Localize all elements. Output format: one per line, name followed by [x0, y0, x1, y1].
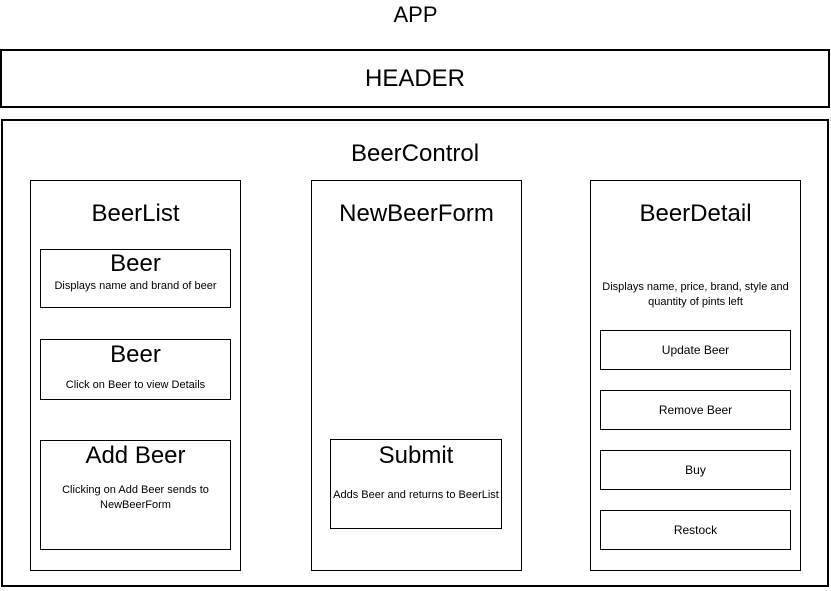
beer-control-box: BeerControl BeerList Beer Displays name … — [1, 119, 829, 587]
beer-list-label: BeerList — [91, 200, 180, 227]
beer-item-1-note: Displays name and brand of beer — [54, 280, 217, 292]
beer-item-1[interactable]: Beer Displays name and brand of beer — [40, 249, 231, 308]
add-beer-label: Add Beer — [85, 442, 186, 469]
add-beer-button[interactable]: Add Beer Clicking on Add Beer sends to N… — [40, 440, 231, 550]
beer-item-2-note: Click on Beer to view Details — [65, 379, 206, 391]
app-label: APP — [393, 2, 438, 27]
new-beer-form-label: NewBeerForm — [339, 200, 494, 227]
update-beer-button[interactable]: Update Beer — [600, 330, 791, 370]
beer-detail-note: Displays name, price, brand, style and q… — [602, 281, 789, 308]
submit-label: Submit — [378, 442, 454, 469]
remove-beer-button[interactable]: Remove Beer — [600, 390, 791, 430]
beer-item-2-label: Beer — [110, 341, 161, 368]
beer-item-1-label: Beer — [110, 250, 161, 277]
submit-note: Adds Beer and returns to BeerList — [333, 489, 499, 501]
header-label: HEADER — [364, 64, 466, 92]
beer-detail-box: BeerDetail Displays name, price, brand, … — [590, 180, 801, 571]
add-beer-note: Clicking on Add Beer sends to NewBeerFor… — [62, 484, 209, 511]
buy-button[interactable]: Buy — [600, 450, 791, 490]
new-beer-form-box: NewBeerForm Submit Adds Beer and returns… — [311, 180, 522, 571]
beer-item-2[interactable]: Beer Click on Beer to view Details — [40, 339, 231, 400]
beer-list-box: BeerList Beer Displays name and brand of… — [30, 180, 241, 571]
beer-control-label: BeerControl — [350, 140, 480, 167]
beer-detail-label: BeerDetail — [639, 200, 752, 227]
header-box: HEADER — [0, 49, 830, 108]
restock-button[interactable]: Restock — [600, 510, 791, 550]
submit-button[interactable]: Submit Adds Beer and returns to BeerList — [330, 439, 502, 529]
